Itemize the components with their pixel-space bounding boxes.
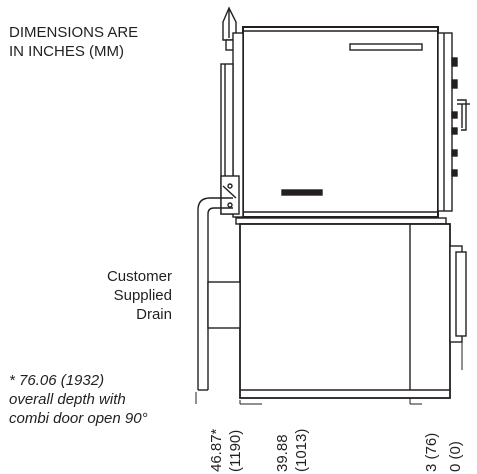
vent-stack: [222, 6, 237, 51]
drain-label-line-3: Drain: [136, 306, 172, 323]
dimensions-note-line-2: IN INCHES (MM): [9, 43, 124, 60]
oven-door-controls: [437, 32, 470, 212]
drain-pipe: [197, 197, 241, 391]
dim-3-label: 3 (76): [423, 433, 440, 472]
dim-4-label: 0 (0): [447, 441, 464, 472]
depth-note-line-2: overall depth with: [9, 391, 126, 408]
dim-1-metric: (1190): [227, 430, 244, 472]
drain-label-line-2: Supplied: [113, 287, 172, 304]
base-cabinet: [235, 217, 467, 399]
overall-depth-note: * 76.06 (1932) overall depth with combi …: [9, 371, 189, 428]
drain-label-line-1: Customer: [106, 268, 172, 285]
drain-label: Customer Supplied Drain: [52, 267, 172, 324]
dimension-leaders: [195, 342, 463, 405]
upper-oven: [242, 26, 439, 218]
dim-1-value: 46.87*: [208, 428, 225, 472]
dim-2-value: 39.88: [274, 434, 291, 472]
depth-note-line-3: combi door open 90°: [9, 410, 148, 427]
oven-back-panel: [220, 32, 244, 218]
depth-note-line-1: * 76.06 (1932): [9, 372, 105, 389]
dimensions-note-line-1: DIMENSIONS ARE: [9, 24, 139, 41]
dimensions-note: DIMENSIONS ARE IN INCHES (MM): [9, 23, 179, 61]
dim-2-metric: (1013): [293, 429, 310, 472]
